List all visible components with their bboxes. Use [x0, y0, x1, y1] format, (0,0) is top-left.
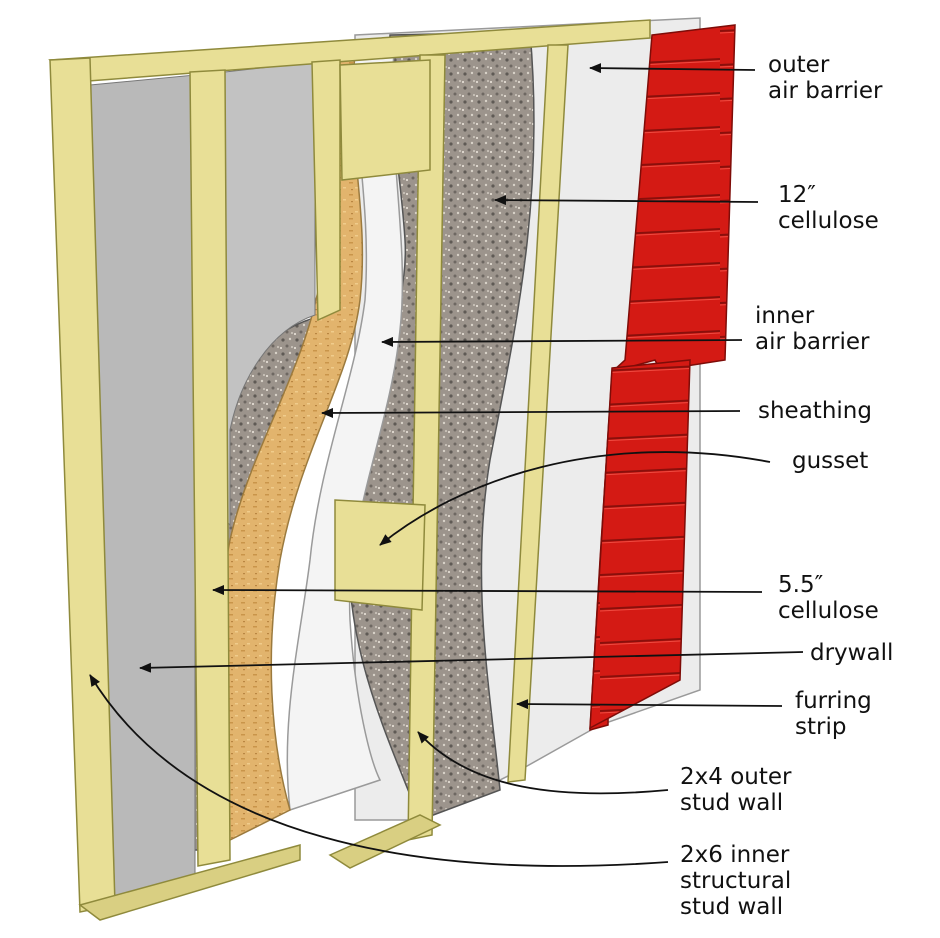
leader-gusset	[379, 451, 771, 546]
label-line: stud wall	[680, 790, 784, 816]
label-line: structural	[680, 868, 792, 894]
furring-strip-member	[507, 44, 569, 783]
label-line: 12″	[778, 182, 816, 208]
label-cellulose-5-5: 5.5″ cellulose	[778, 572, 879, 624]
label-line: strip	[795, 714, 847, 740]
inner-stud-right	[311, 59, 341, 322]
label-gusset: gusset	[792, 448, 868, 474]
leader-cellulose-12	[494, 195, 759, 206]
label-line: inner	[755, 303, 815, 329]
outer-bottom-plate	[328, 814, 442, 869]
label-outer-stud-wall: 2x4 outer stud wall	[680, 764, 791, 816]
leader-sheathing	[321, 407, 741, 418]
leader-inner-stud-wall	[89, 674, 669, 867]
label-line: 5.5″	[778, 572, 824, 598]
label-line: air barrier	[768, 78, 883, 104]
label-sheathing: sheathing	[758, 398, 872, 424]
top-gusset	[339, 59, 431, 181]
label-line: cellulose	[778, 598, 879, 624]
label-line: air barrier	[755, 329, 870, 355]
leader-outer-air-barrier	[589, 63, 756, 74]
cellulose-12-layer	[347, 31, 535, 821]
label-line: gusset	[792, 448, 869, 474]
leader-outer-stud-wall	[417, 731, 669, 795]
label-line: drywall	[810, 640, 894, 666]
label-line: 2x4 outer	[680, 764, 792, 790]
label-line: furring	[795, 688, 872, 714]
inner-bottom-plate	[78, 844, 301, 921]
leader-drywall	[139, 651, 804, 673]
label-inner-air-barrier: inner air barrier	[755, 303, 869, 355]
leader-lines	[89, 63, 804, 867]
label-inner-stud-wall: 2x6 inner structural stud wall	[680, 842, 791, 920]
label-line: stud wall	[680, 894, 784, 920]
leader-inner-air-barrier	[381, 336, 743, 347]
inner-air-barrier	[286, 39, 404, 812]
label-drywall: drywall	[810, 640, 893, 666]
drywall-mid-panel	[224, 61, 316, 527]
label-outer-air-barrier: outer air barrier	[768, 52, 882, 104]
mid-gusset	[334, 499, 426, 611]
label-line: outer	[768, 52, 830, 78]
leader-cellulose-5-5	[212, 585, 763, 596]
label-line: 2x6 inner	[680, 842, 790, 868]
leader-furring-strip	[516, 699, 783, 710]
label-cellulose-12: 12″ cellulose	[778, 182, 879, 234]
label-furring-strip: furring strip	[795, 688, 872, 740]
label-line: sheathing	[758, 398, 872, 424]
label-line: cellulose	[778, 208, 879, 234]
